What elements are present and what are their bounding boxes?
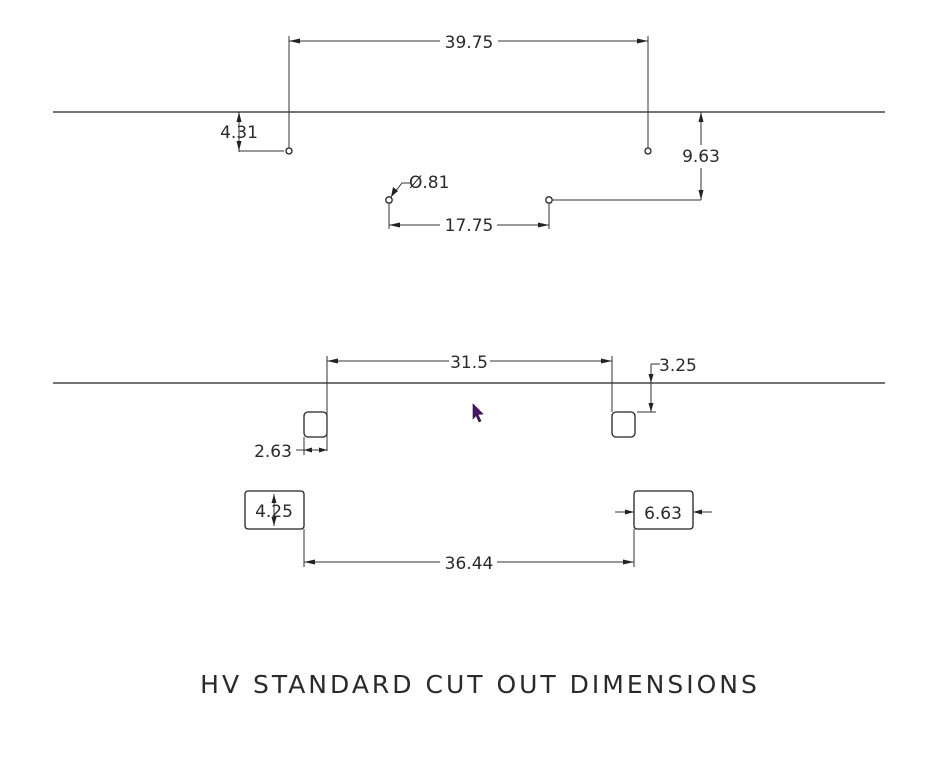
dimension-slot-width: 2.63 [254,437,327,462]
dimension-slot-spacing: 31.5 [326,353,613,451]
dim-label-small-spacing: 17.75 [445,216,494,236]
dimension-slot-depth: 3.25 [637,356,697,413]
dimension-hole-spacing: 39.75 [288,33,649,148]
dim-label-hole-diameter: Ø.81 [409,173,449,193]
top-view: 39.75 4.31 9.63 Ø.81 [53,33,885,236]
box-left [244,490,305,530]
dimension-box-height: 4.25 [244,490,305,530]
dimension-small-spacing: 17.75 [388,204,550,236]
dimension-edge-offset: 9.63 [553,112,720,201]
dimension-box-width: 6.63 [615,490,712,530]
slot-left [303,411,328,438]
mouse-pointer-icon [472,403,484,423]
dimension-hole-depth: 4.31 [220,112,284,152]
dim-label-slot-width: 2.63 [254,442,292,462]
box-right [633,490,694,530]
hole-left [285,147,293,155]
slot-right [611,411,636,438]
hole-small-left [385,196,393,204]
dim-label-hole-spacing: 39.75 [445,33,494,53]
dim-label-edge-offset: 9.63 [682,147,720,167]
dimension-box-spacing: 36.44 [303,529,635,574]
hole-small-right [545,196,553,204]
dimension-hole-diameter: Ø.81 [390,173,449,198]
dim-label-box-spacing: 36.44 [445,554,494,574]
dim-label-slot-depth: 3.25 [659,356,697,376]
dim-label-hole-depth: 4.31 [220,123,258,143]
bottom-view: 31.5 3.25 2.63 4.25 [53,353,885,574]
drawing-title: HV STANDARD CUT OUT DIMENSIONS [200,670,760,699]
dim-label-slot-spacing: 31.5 [450,353,488,373]
dim-label-box-width: 6.63 [644,504,682,524]
hole-right [644,147,652,155]
dim-label-box-height: 4.25 [255,502,293,522]
